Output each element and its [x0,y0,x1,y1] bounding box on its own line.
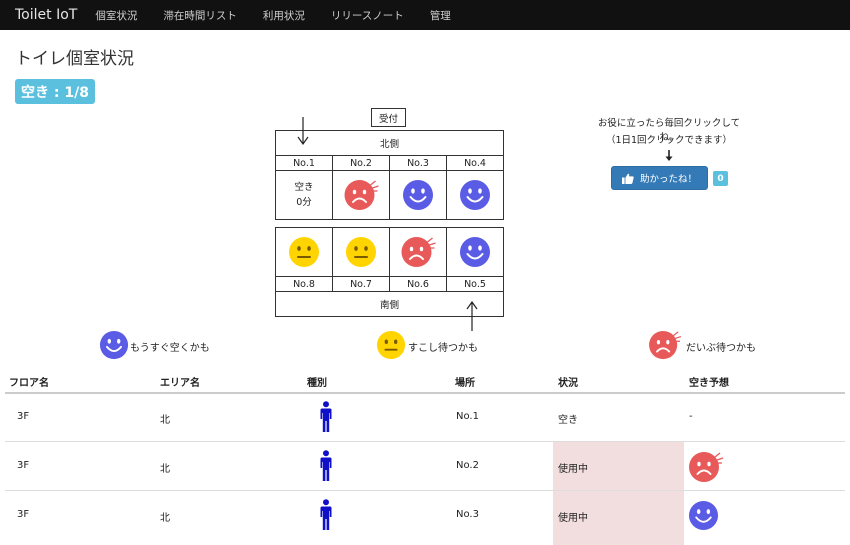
smile-face-icon [459,236,491,268]
feedback-message: お役に立ったら毎回クリックしてね。 [597,118,741,143]
thanks-count-badge: 0 [713,171,728,186]
nav-item-admin[interactable]: 管理 [429,9,451,22]
busy-face-icon [688,451,724,483]
room-6-status-cell [389,227,447,277]
room-no-label: No.4 [446,155,504,171]
room-no-label: No.2 [332,155,390,171]
legend-label: すこし待つかも [408,343,478,354]
busy-face-icon [400,236,437,268]
legend-neutral-face-icon [376,330,406,360]
arrow-down-icon [665,150,673,161]
thanks-button-label: 助かったね！ [639,174,697,185]
room-1-status-cell: 空き 0分 [275,170,333,220]
page-title: トイレ個室状況 [15,49,134,69]
cell-floor: 3F [17,411,30,422]
neutral-face-icon [288,236,320,268]
cell-area: 北 [160,513,170,524]
room-7-status-cell [332,227,390,277]
room-4-status-cell [446,170,504,220]
neutral-face-icon [345,236,377,268]
thumbs-up-icon [621,173,634,184]
cell-area: 北 [160,464,170,475]
column-header-forecast: 空き予想 [689,378,729,389]
room-no-label: No.7 [332,276,390,292]
south-side-label: 南側 [275,291,504,317]
cell-status: 空き [558,415,578,426]
nav-item-usage-status[interactable]: 利用状況 [262,9,305,22]
column-header-place: 場所 [455,378,475,389]
room-3-status-cell [389,170,447,220]
reception-label: 受付 [371,108,406,127]
smile-face-icon [459,179,491,211]
row-divider [5,490,845,491]
thanks-button[interactable]: 助かったね！ [611,166,708,190]
cell-place: No.1 [456,411,479,422]
column-header-type: 種別 [307,378,327,389]
room-no-label: No.1 [275,155,333,171]
cell-area: 北 [160,415,170,426]
legend-smile-face-icon [99,330,129,360]
brand-link[interactable]: Toilet IoT [15,7,78,23]
cell-forecast: - [689,411,693,422]
legend-busy-face-icon [648,330,682,360]
navbar: Toilet IoT 個室状況 滞在時間リスト 利用状況 リリースノート 管理 [0,0,850,30]
entrance-arrow-down-icon [297,117,309,146]
nav-item-release-notes[interactable]: リリースノート [330,9,404,22]
room-1-elapsed-time: 0分 [296,197,312,208]
cell-floor: 3F [17,509,30,520]
cell-place: No.2 [456,460,479,471]
cell-status: 使用中 [558,464,588,475]
column-header-floor: フロア名 [9,378,49,389]
column-header-status: 状況 [558,378,578,389]
nav-item-room-status[interactable]: 個室状況 [95,9,138,22]
smile-face-icon [402,179,434,211]
entrance-arrow-up-icon [466,300,478,331]
room-no-label: No.6 [389,276,447,292]
row-divider [5,441,845,442]
legend-label: だいぶ待つかも [686,343,756,354]
busy-face-icon [343,179,380,211]
room-2-status-cell [332,170,390,220]
male-icon [320,450,332,482]
table-header-divider [5,392,845,394]
feedback-note: （1日1回クリックできます） [605,135,733,146]
room-8-status-cell [275,227,333,277]
room-5-status-cell [446,227,504,277]
room-1-vacant-text: 空き [294,182,314,193]
legend-label: もうすぐ空くかも [130,343,210,354]
vacancy-badge: 空き : 1/8 [15,79,95,104]
status-occupied-highlight [553,442,684,491]
status-occupied-highlight [553,491,684,545]
cell-status: 使用中 [558,513,588,524]
column-header-area: エリア名 [160,378,200,389]
room-no-label: No.5 [446,276,504,292]
smile-face-icon [688,500,719,531]
room-no-label: No.8 [275,276,333,292]
nav-item-stay-time-list[interactable]: 滞在時間リスト [163,9,237,22]
room-no-label: No.3 [389,155,447,171]
cell-floor: 3F [17,460,30,471]
male-icon [320,499,332,531]
male-icon [320,401,332,433]
cell-place: No.3 [456,509,479,520]
